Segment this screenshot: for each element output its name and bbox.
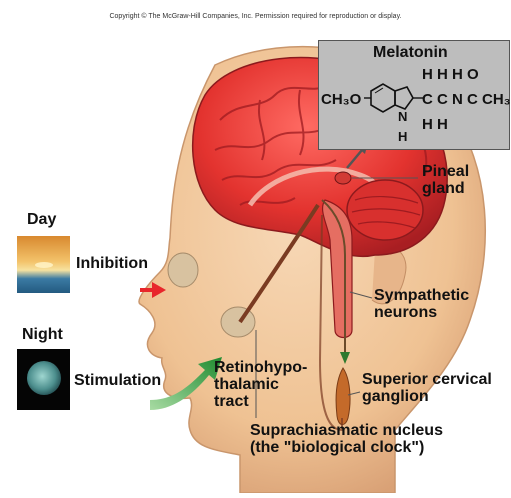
- day-sun: [35, 262, 53, 268]
- eye: [167, 252, 199, 288]
- h-atoms-top: H H H O: [422, 66, 479, 83]
- return-path: [318, 214, 343, 432]
- inhibition-arrow: [140, 282, 166, 298]
- indole-ring: [364, 83, 423, 113]
- sympathetic-neurons-label: Sympathetic neurons: [374, 287, 470, 321]
- copyright-notice: Copyright © The McGraw-Hill Companies, I…: [109, 13, 402, 20]
- moon: [27, 361, 61, 395]
- suprachiasmatic-nucleus-shape: [220, 306, 256, 338]
- cerebellum: [346, 179, 424, 241]
- sympathetic-arrowhead: [340, 352, 350, 364]
- indole-h: H: [398, 129, 408, 144]
- suprachiasmatic-nucleus-label: Suprachiasmatic nucleus (the "biological…: [250, 422, 443, 456]
- melatonin-title: Melatonin: [373, 44, 448, 61]
- methoxy-group: CH₃O: [321, 91, 362, 108]
- retinohypothalamic-tract-label: Retinohypo- thalamic tract: [214, 359, 308, 410]
- day-label: Day: [27, 211, 57, 228]
- superior-cervical-ganglion-label: Superior cervical ganglion: [362, 371, 492, 405]
- inhibition-label: Inhibition: [76, 255, 148, 272]
- side-chain: C C N C CH₃: [422, 91, 511, 108]
- cerebellum-folia: [351, 195, 421, 229]
- pineal-gland-shape: [334, 171, 352, 185]
- indole-n: N: [398, 109, 408, 124]
- stimulation-arrow: [150, 357, 222, 410]
- night-label: Night: [22, 326, 63, 343]
- h-atoms-bottom: H H: [422, 116, 448, 133]
- pineal-to-melatonin-arrow: [346, 149, 363, 169]
- retinohypothalamic-tract-line: [238, 203, 320, 324]
- melatonin-structure-panel: Melatonin CH₃O H H H O C C N C CH₃ H H N…: [318, 40, 511, 150]
- leader-lines: [255, 177, 418, 418]
- stimulation-label: Stimulation: [74, 372, 162, 389]
- sympathetic-path: [321, 199, 346, 360]
- pineal-gland-label: Pineal gland: [422, 163, 470, 197]
